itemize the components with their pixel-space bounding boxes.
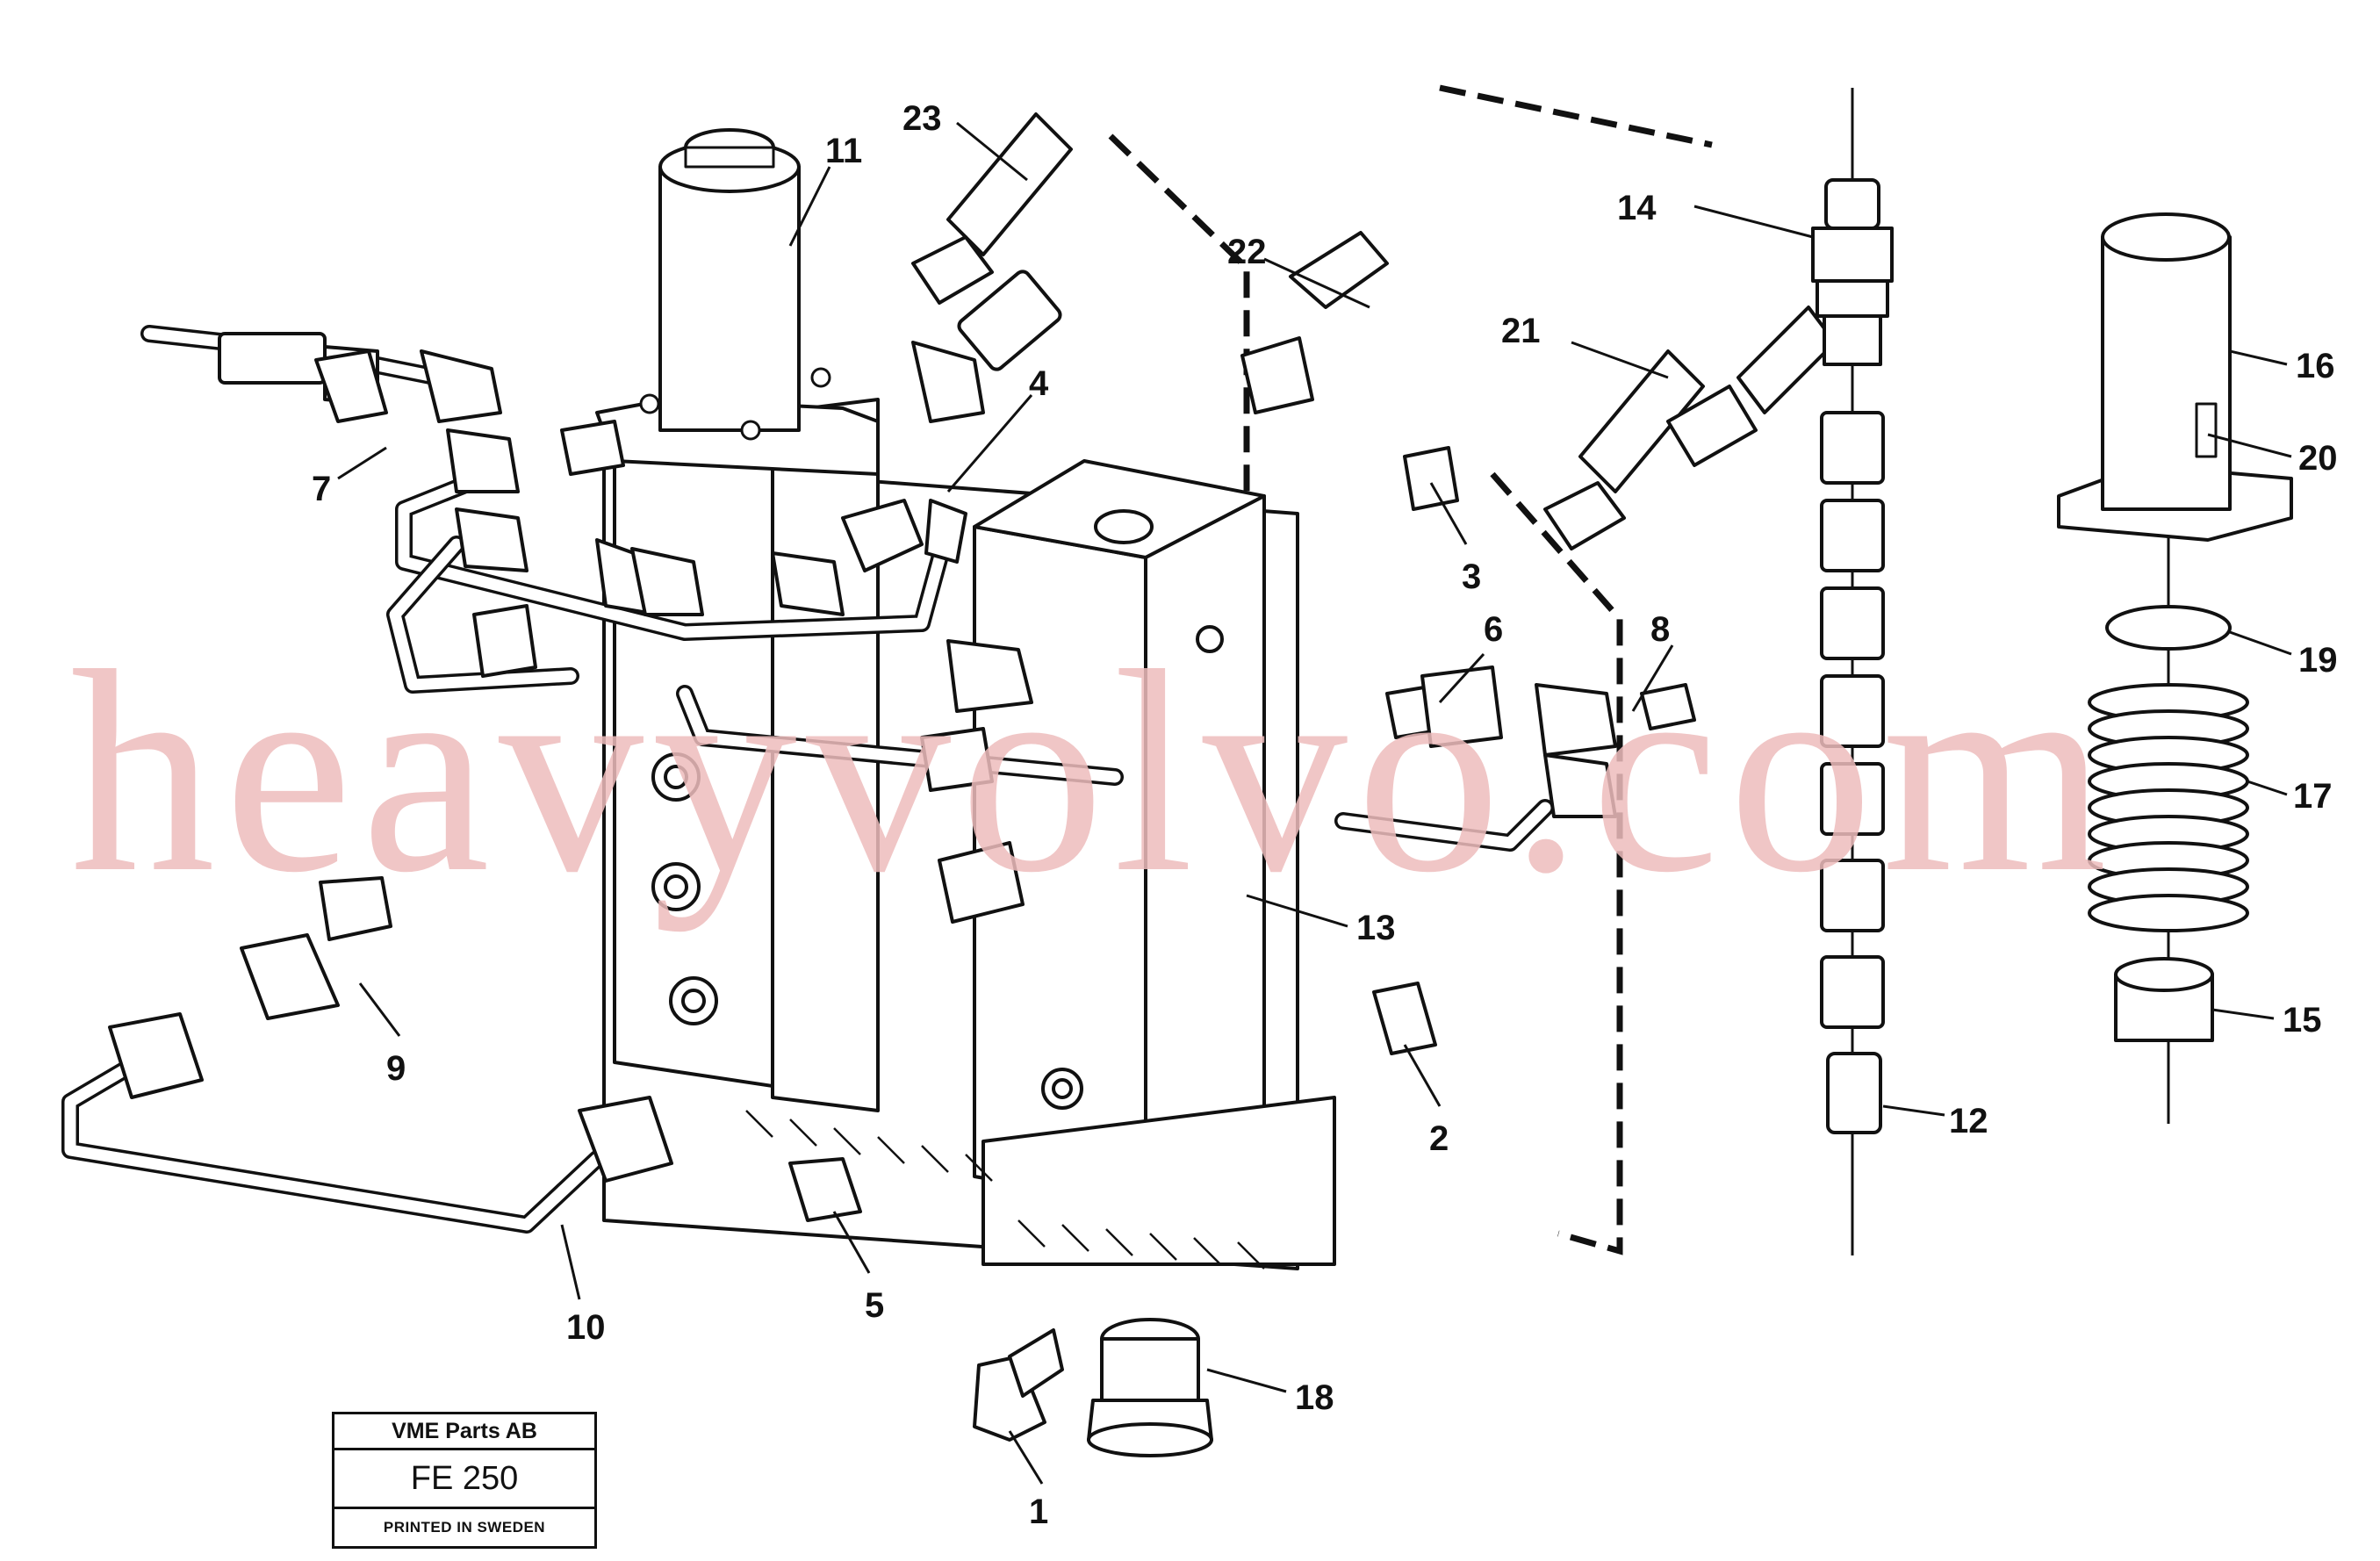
- callout-19: 19: [2298, 641, 2338, 680]
- callout-8: 8: [1650, 610, 1670, 649]
- callout-23: 23: [902, 99, 942, 138]
- stamp-company: VME Parts AB: [334, 1414, 594, 1450]
- callout-labels: 1 2 3 4 5 6 7 8 9 10 11 12 13 14 15 16 1…: [312, 99, 2338, 1531]
- spring-assembly: [2057, 212, 2293, 1124]
- callout-20: 20: [2298, 439, 2338, 478]
- callout-22: 22: [1227, 233, 1267, 271]
- callout-5: 5: [865, 1286, 884, 1325]
- callout-4: 4: [1029, 364, 1049, 403]
- bolts-and-plugs: [788, 982, 1437, 1457]
- callout-17: 17: [2293, 777, 2333, 816]
- callout-leaders: [337, 121, 2292, 1485]
- stamp-printed-note: PRINTED IN SWEDEN: [383, 1519, 546, 1536]
- vme-parts-stamp: VME Parts AB FE 250 PRINTED IN SWEDEN: [332, 1412, 597, 1549]
- callout-21: 21: [1501, 312, 1541, 350]
- callout-6: 6: [1484, 610, 1503, 649]
- callout-12: 12: [1949, 1102, 1988, 1140]
- plunger-stack: [1811, 88, 1894, 1255]
- hose-fittings: [911, 112, 1837, 818]
- pipe-assemblies: [140, 325, 1554, 924]
- stamp-drawing-code: FE 250: [334, 1450, 594, 1509]
- valve-block: [602, 398, 1336, 1270]
- callout-14: 14: [1617, 189, 1657, 227]
- dashed-assembly-frame: [1108, 84, 1713, 1255]
- callout-7: 7: [312, 470, 331, 508]
- solenoid-coil: [595, 128, 880, 476]
- callout-15: 15: [2283, 1001, 2322, 1039]
- callout-11: 11: [825, 132, 862, 170]
- floor-hatching: [745, 1110, 1265, 1270]
- callout-9: 9: [386, 1049, 406, 1088]
- callout-18: 18: [1295, 1378, 1334, 1417]
- pipe-10: [61, 876, 673, 1234]
- callout-13: 13: [1356, 909, 1396, 947]
- callout-1: 1: [1029, 1493, 1048, 1531]
- callout-2: 2: [1429, 1119, 1449, 1158]
- compression-spring: [2088, 683, 2249, 932]
- callout-3: 3: [1462, 558, 1481, 596]
- callout-16: 16: [2296, 347, 2335, 385]
- callout-10: 10: [566, 1308, 606, 1347]
